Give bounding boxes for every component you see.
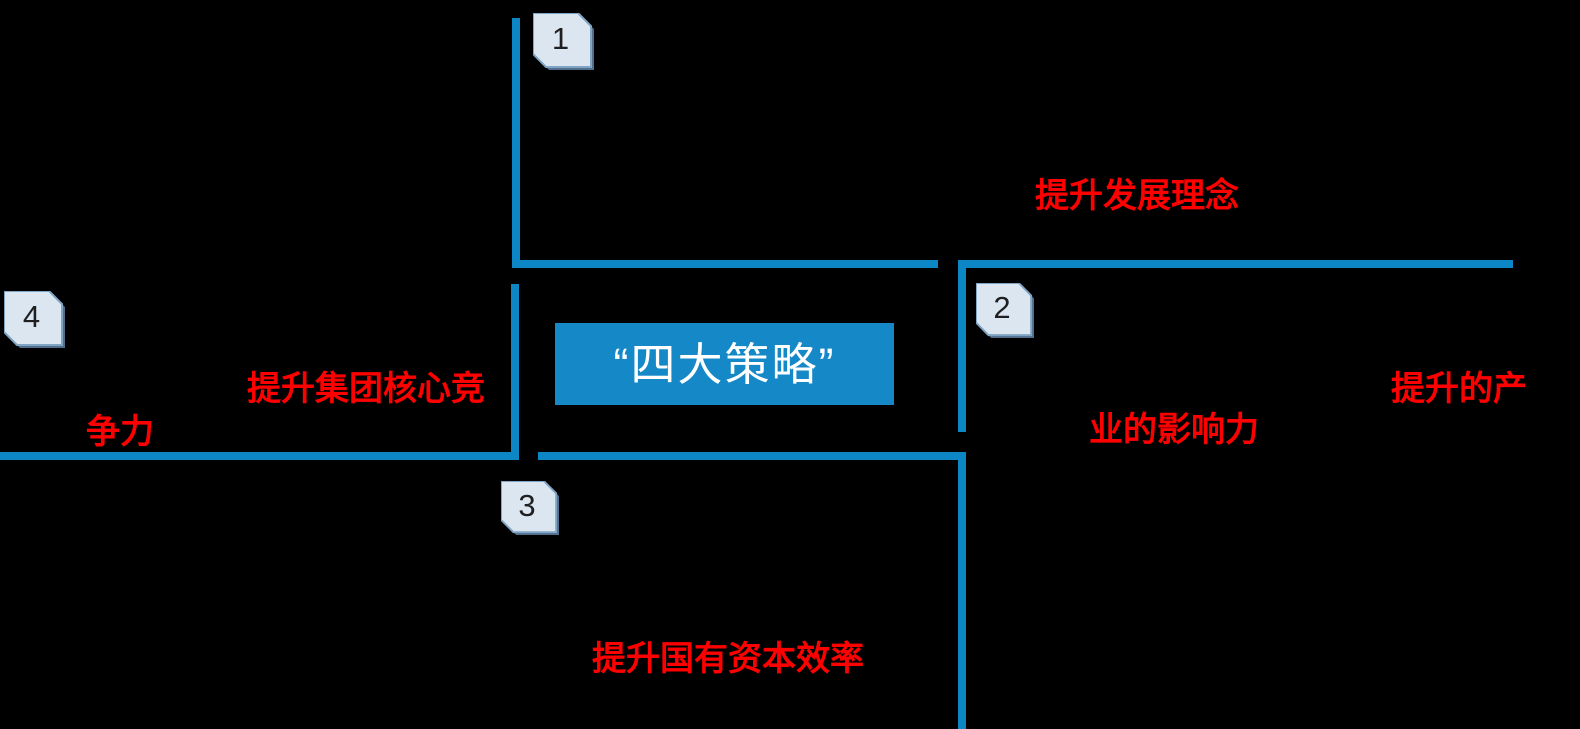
marker-1: 1 xyxy=(533,13,594,70)
branch-2-label-line-1: 提升的产 xyxy=(1391,370,1527,408)
snip-corner-square-icon xyxy=(976,283,1034,338)
connector-1-horizontal-line xyxy=(512,260,938,268)
marker-3-number: 3 xyxy=(518,487,536,523)
marker-4-number: 4 xyxy=(22,299,41,334)
branch-3-label: 提升国有资本效率 xyxy=(592,640,864,678)
center-strategy-title: “四大策略” xyxy=(613,338,836,390)
marker-4: 4 xyxy=(4,291,65,348)
branch-1-label: 提升发展理念 xyxy=(1035,177,1239,215)
branch-4-label-line-1: 提升集团核心竞 xyxy=(247,370,485,408)
branch-2-label-line-2: 业的影响力 xyxy=(1089,411,1259,449)
snip-corner-square-icon xyxy=(533,13,594,70)
connector-1-vertical-line xyxy=(512,18,520,268)
marker-3: 3 xyxy=(501,481,559,535)
connector-3-horizontal-line xyxy=(538,452,966,460)
connector-4-horizontal-line xyxy=(0,452,519,460)
marker-2-number: 2 xyxy=(993,290,1011,325)
snip-corner-square-icon xyxy=(4,291,65,348)
marker-1-number: 1 xyxy=(551,21,570,56)
connector-3-vertical-line xyxy=(958,452,966,729)
connector-2-vertical-line xyxy=(958,260,966,432)
connector-2-horizontal-line xyxy=(958,260,1513,268)
snip-corner-square-icon xyxy=(501,481,559,535)
connector-4-vertical-line xyxy=(511,284,519,460)
marker-2: 2 xyxy=(976,283,1034,338)
branch-4-label-line-2: 争力 xyxy=(86,413,154,451)
center-strategy-box: “四大策略” xyxy=(555,323,894,405)
